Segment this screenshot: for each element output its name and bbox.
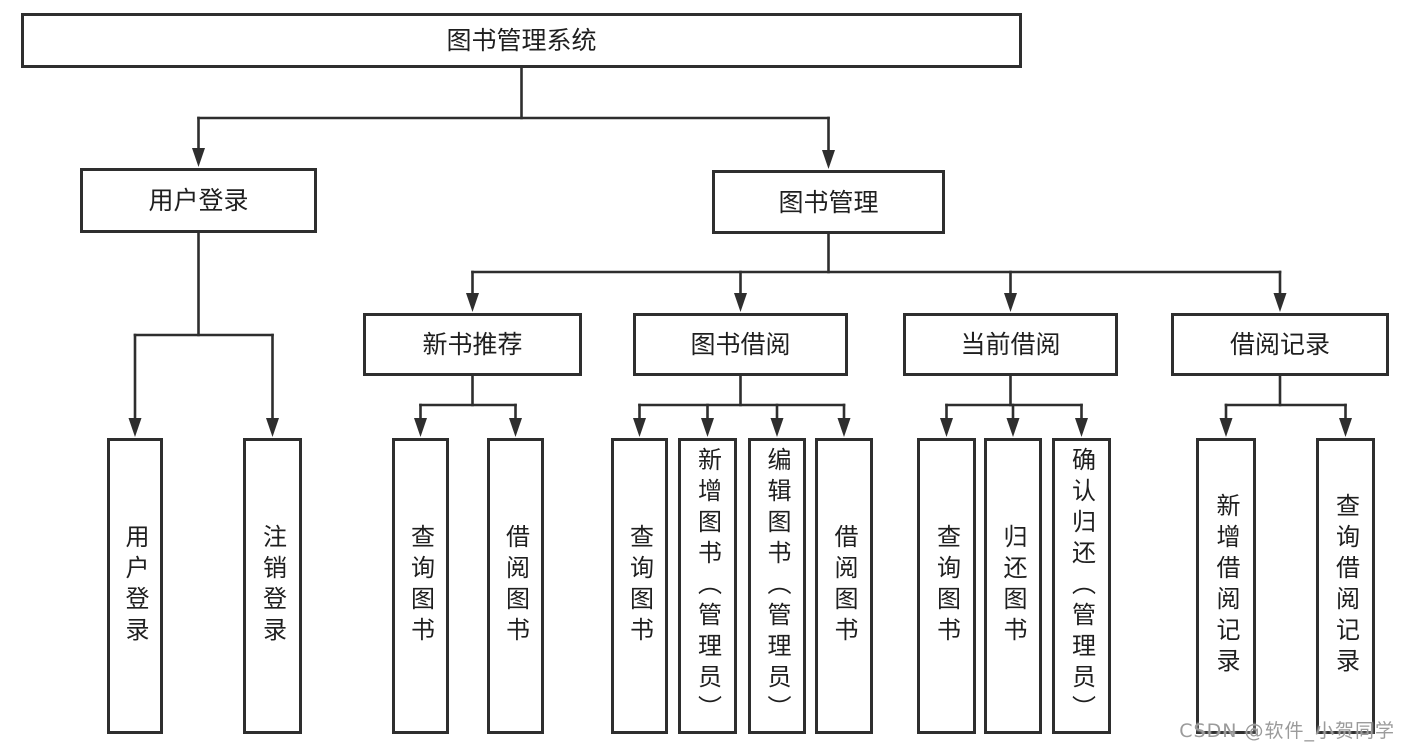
node-label: 新增图书（管理员） (693, 446, 722, 726)
node-label: 查询图书 (406, 524, 435, 648)
csdn-watermark: CSDN @软件_小贺同学 (1179, 720, 1395, 742)
node-user-login-leaf: 用户登录 (107, 438, 163, 734)
node-borrow-books: 借阅图书 (815, 438, 873, 734)
node-label: 注销登录 (258, 524, 287, 648)
node-borrowing-records: 借阅记录 (1171, 313, 1389, 376)
node-query-borrow-record: 查询借阅记录 (1316, 438, 1375, 734)
node-library-system: 图书管理系统 (21, 13, 1022, 68)
node-label: 查询借阅记录 (1331, 493, 1360, 679)
node-edit-books-admin: 编辑图书（管理员） (748, 438, 806, 734)
node-user-login: 用户登录 (80, 168, 317, 233)
node-new-book-recommend: 新书推荐 (363, 313, 582, 376)
node-label: 当前借阅 (960, 330, 1061, 359)
node-label: 新书推荐 (422, 330, 523, 359)
node-label: 查询图书 (625, 524, 654, 648)
node-return-books: 归还图书 (984, 438, 1042, 734)
node-add-books-admin: 新增图书（管理员） (678, 438, 737, 734)
node-book-management: 图书管理 (712, 170, 945, 234)
node-current-borrowing: 当前借阅 (903, 313, 1118, 376)
node-label: 编辑图书（管理员） (763, 446, 791, 726)
node-label: 借阅记录 (1229, 330, 1330, 359)
node-label: 用户登录 (148, 186, 249, 215)
node-label: 新增借阅记录 (1212, 493, 1240, 679)
node-label: 借阅图书 (501, 524, 530, 648)
node-query-books: 查询图书 (917, 438, 976, 734)
node-label: 用户登录 (121, 524, 149, 648)
node-label: 借阅图书 (830, 524, 858, 648)
node-label: 归还图书 (999, 524, 1027, 648)
node-query-books: 查询图书 (611, 438, 668, 734)
node-book-borrowing: 图书借阅 (633, 313, 848, 376)
node-label: 图书借阅 (690, 330, 791, 359)
node-logout-leaf: 注销登录 (243, 438, 302, 734)
node-confirm-return-admin: 确认归还（管理员） (1052, 438, 1111, 734)
node-label: 图书管理 (778, 187, 879, 217)
node-label: 图书管理系统 (446, 26, 597, 55)
node-label: 确认归还（管理员） (1067, 446, 1096, 726)
node-borrow-books: 借阅图书 (487, 438, 544, 734)
node-query-books: 查询图书 (392, 438, 449, 734)
node-label: 查询图书 (932, 524, 961, 648)
node-add-borrow-record: 新增借阅记录 (1196, 438, 1256, 734)
